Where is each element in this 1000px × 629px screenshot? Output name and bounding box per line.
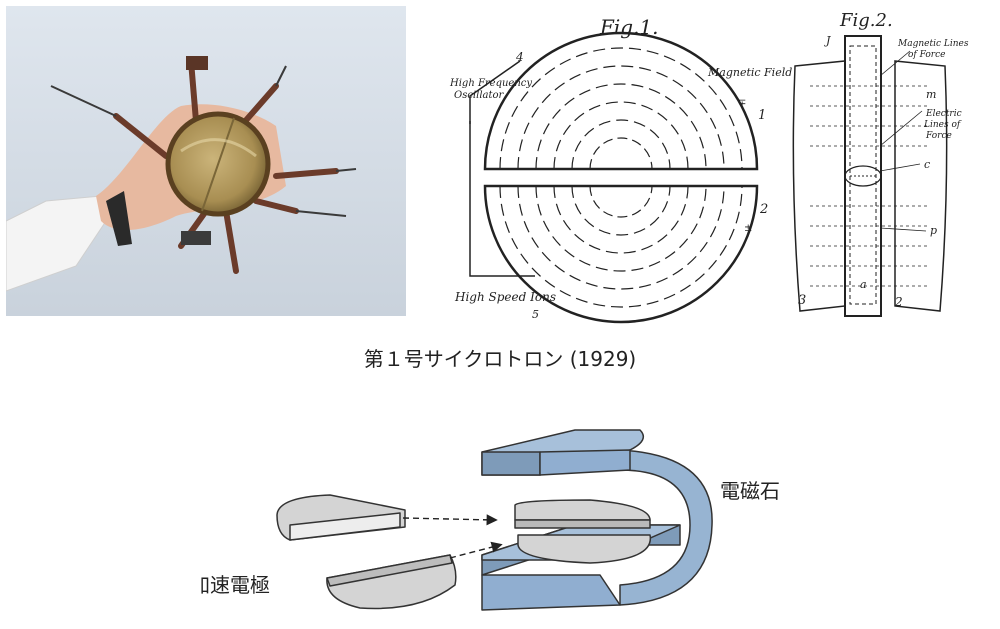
fig2-ref-a: a [860, 278, 867, 291]
fig2-lines-force-label-1: Magnetic Lines [897, 39, 969, 49]
figure-caption: 第１号サイクロトロン (1929) [363, 347, 637, 371]
electromagnet-label: 電磁石 [720, 479, 780, 503]
cyclotron-photo [6, 6, 406, 316]
patent-drawing: Fig.1. High Frequency Oscillator Magneti… [440, 6, 995, 324]
fig2-ref-2: 2 [894, 295, 903, 309]
fig2 [792, 35, 948, 317]
insert-arrows [402, 514, 503, 559]
fig2-electric-label-1: Electric [925, 109, 962, 119]
fig1-title: Fig.1. [599, 15, 659, 39]
fig1-ref-pm: ± [744, 223, 752, 234]
fig2-ref-3: 3 [798, 293, 806, 308]
fig1-ref-1: 1 [758, 108, 766, 123]
cyclotron-schematic: 電磁石 加速電極 [200, 429, 780, 611]
fig2-ref-m: m [926, 88, 936, 101]
fig2-ref-c: c [924, 158, 930, 171]
fig1-ref-4: 4 [515, 50, 524, 64]
accelerating-electrodes [276, 494, 457, 610]
fig1-ref-5: 5 [532, 308, 539, 321]
fig2-electric-label-2: Lines of [923, 120, 962, 130]
fig2-ref-p: p [930, 224, 937, 237]
fig1-ref-2: 2 [759, 202, 768, 217]
fig2-lines-force-label-2: of Force [908, 50, 945, 60]
fig2-electric-label-3: Force [925, 131, 952, 141]
fig2-title: Fig.2. [839, 10, 893, 31]
fig1-oscillator-label-2: Oscillator [454, 90, 505, 101]
fig1 [469, 31, 759, 324]
fig1-oscillator-label-1: High Frequency [449, 78, 532, 89]
fig1-ref-plus: ∓ [738, 98, 746, 109]
fig2-ref-j: J [824, 34, 831, 47]
fig1-ions-label: High Speed Ions [454, 290, 556, 304]
electromagnet [481, 429, 713, 611]
electrode-label: 加速電極 [200, 573, 270, 597]
fig1-magnetic-field-label: Magnetic Field [707, 66, 792, 79]
